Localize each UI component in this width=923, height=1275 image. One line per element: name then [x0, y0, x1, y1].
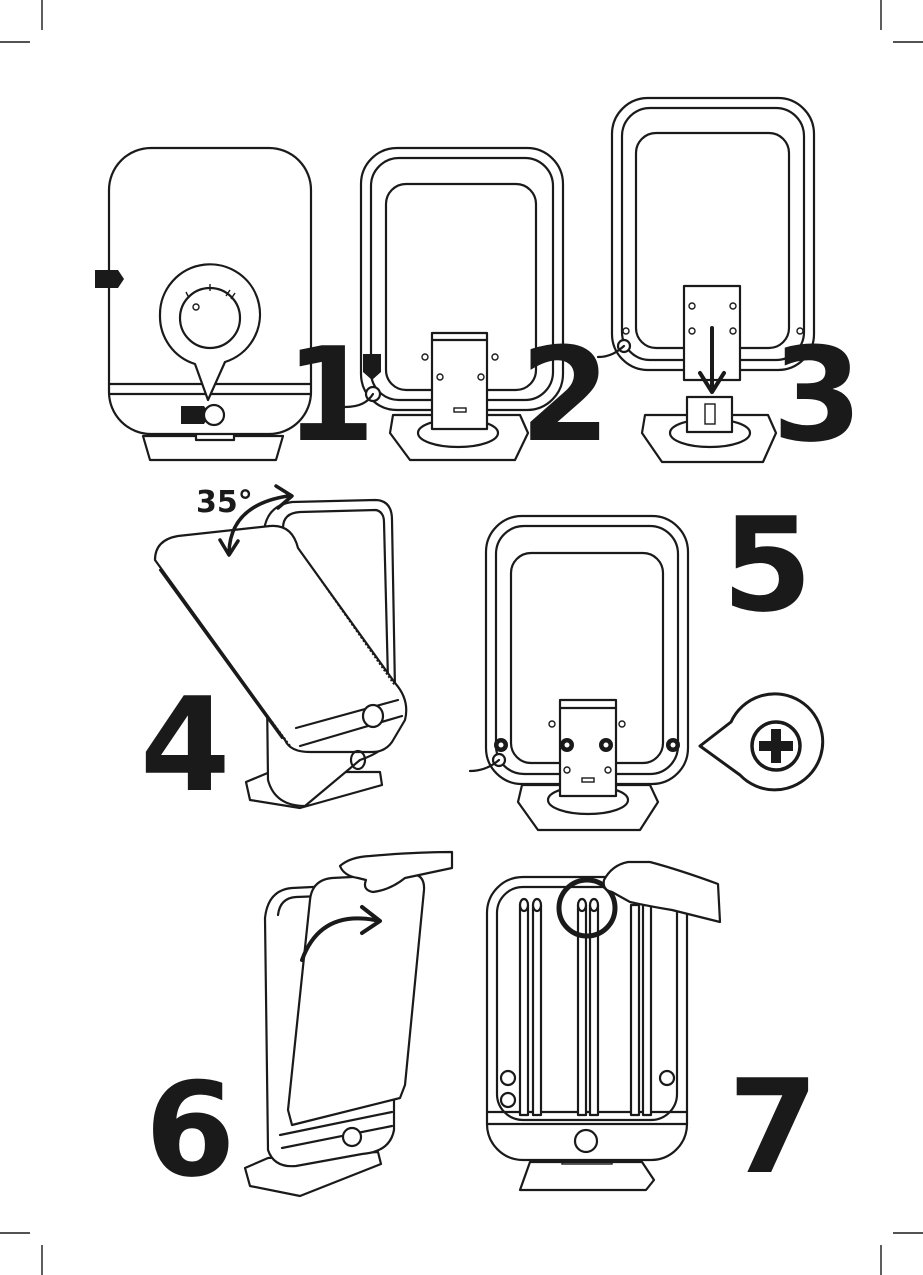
step-number-3: 3	[772, 319, 862, 471]
step-6-figure	[245, 852, 452, 1196]
step-1-figure	[95, 148, 311, 460]
step-number-2: 2	[520, 319, 610, 471]
step-number-1: 1	[285, 319, 375, 471]
pointer-icon	[95, 270, 124, 288]
angle-label: 35°	[196, 485, 253, 520]
step-number-4: 4	[140, 669, 230, 821]
step-7-figure	[487, 862, 720, 1190]
step-number-7: 7	[728, 1051, 818, 1203]
step-number-6: 6	[145, 1054, 235, 1206]
step-number-5: 5	[722, 489, 812, 641]
heating-tubes	[520, 899, 651, 1115]
